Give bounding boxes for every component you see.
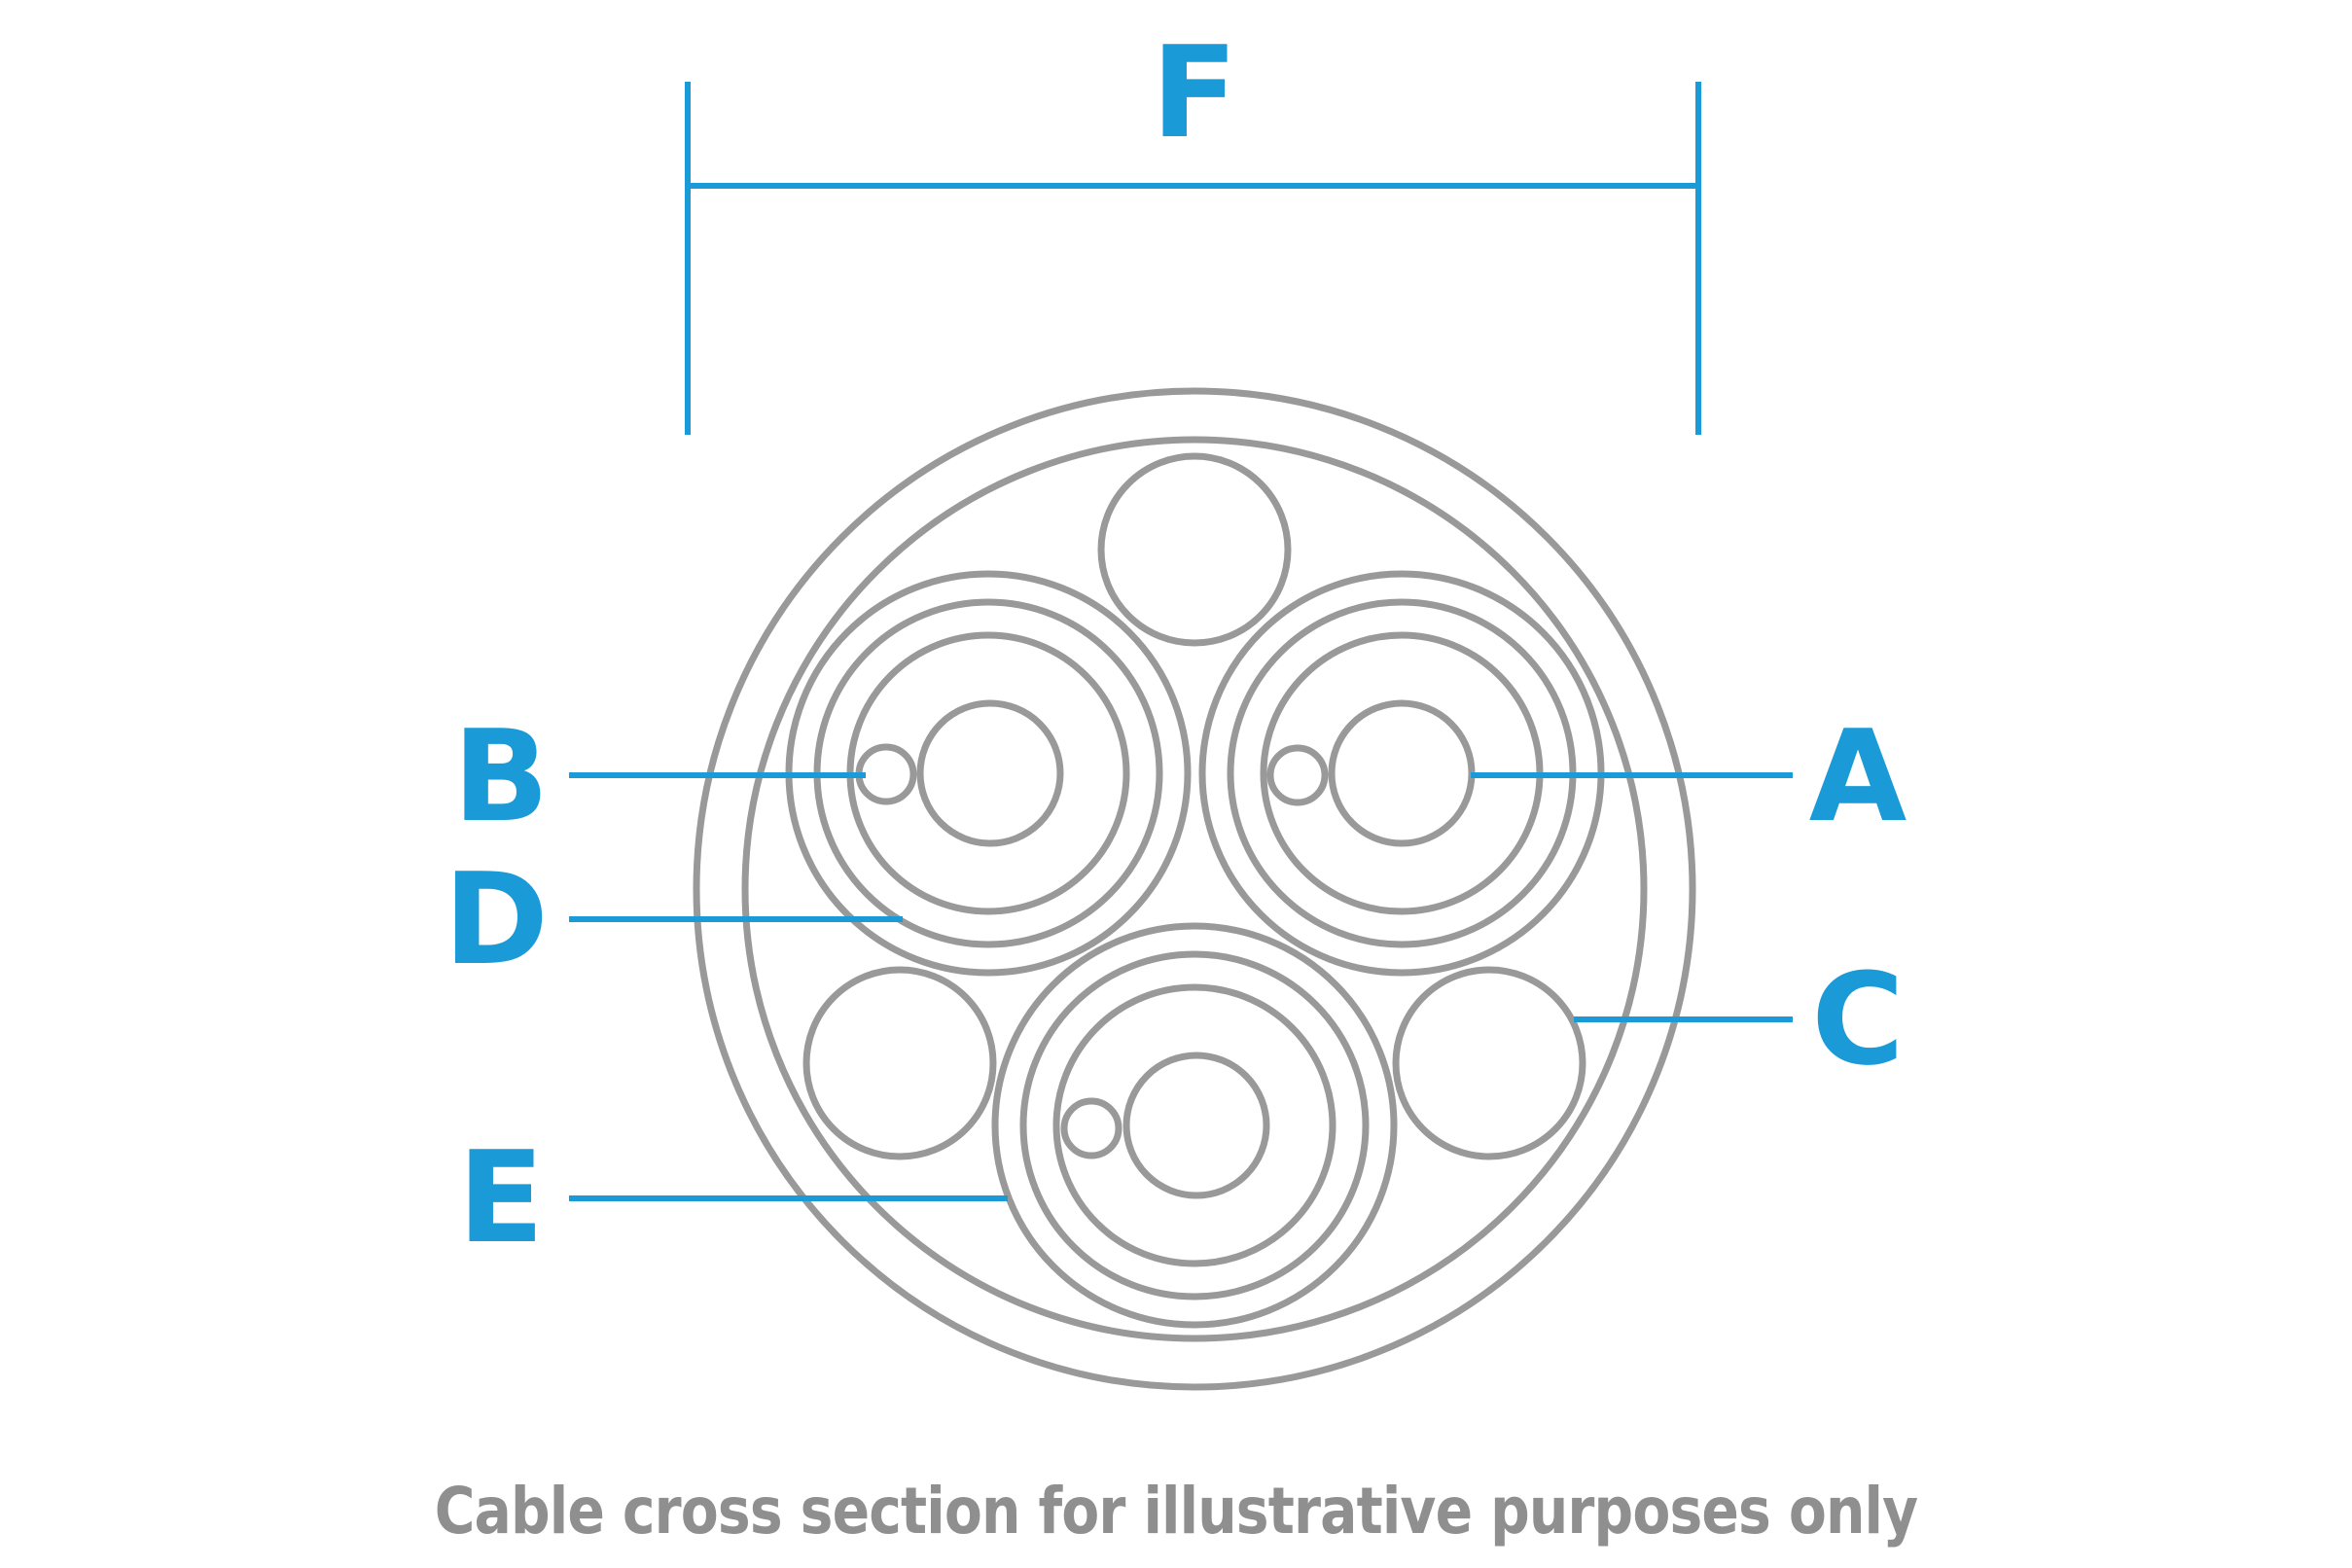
filler-left <box>802 966 997 1160</box>
pair-left-shield <box>813 598 1163 948</box>
filler-top <box>1097 452 1292 647</box>
label-b: B <box>452 702 549 850</box>
outer-jacket <box>693 387 1696 1391</box>
label-a: A <box>1809 702 1907 850</box>
pair-left-insulation <box>846 631 1130 915</box>
label-f: F <box>1152 18 1238 166</box>
pair-bottom-insulation <box>1052 983 1336 1267</box>
pair-bottom-shield <box>1019 950 1370 1301</box>
label-d: D <box>444 845 549 993</box>
pair-bottom-outer-jacket <box>991 922 1398 1329</box>
filler-right <box>1392 966 1586 1160</box>
label-c: C <box>1811 945 1904 1093</box>
pair-bottom-conductor <box>1123 1051 1270 1199</box>
pair-left-conductor <box>916 699 1064 847</box>
label-e: E <box>458 1123 545 1271</box>
pair-bottom-drain-wire <box>1060 1097 1123 1159</box>
caption: Cable cross section for illustrative pur… <box>434 1474 1918 1549</box>
dimension-f: F <box>685 18 1701 435</box>
pair-left-drain-wire <box>855 743 917 805</box>
pair-right-conductor <box>1328 699 1476 847</box>
inner-sheath <box>741 436 1648 1342</box>
pair-right-drain-wire <box>1266 744 1329 806</box>
conductor-pair-bottom <box>991 922 1398 1329</box>
